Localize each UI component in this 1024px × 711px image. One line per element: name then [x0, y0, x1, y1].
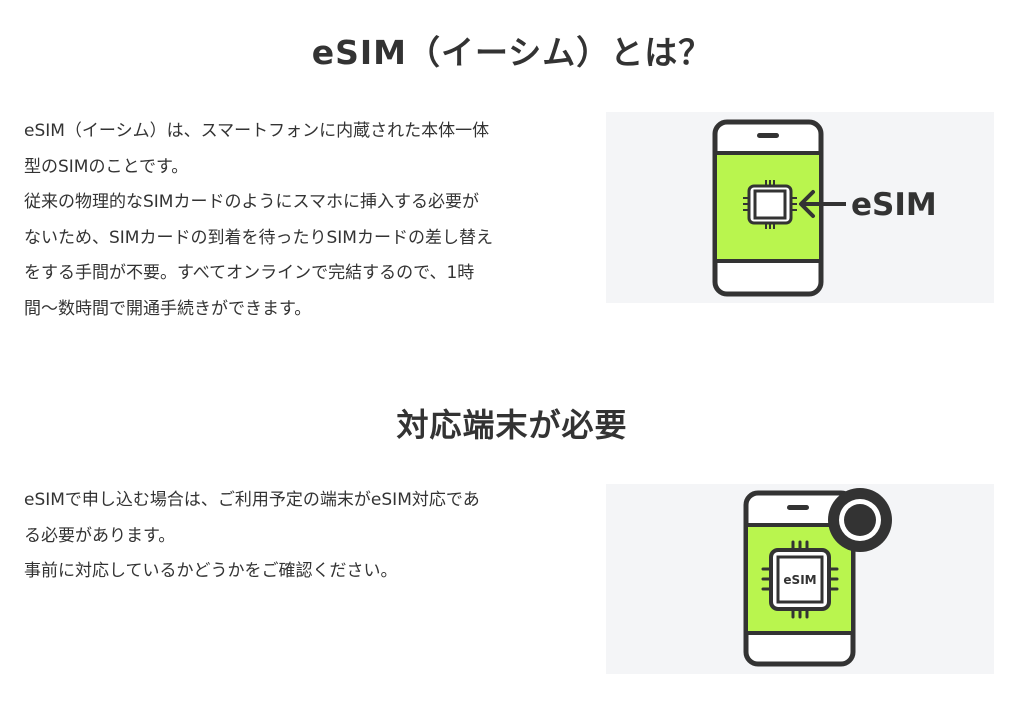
description-line: 従来の物理的なSIMカードのようにスマホに挿入する必要が — [24, 192, 479, 212]
compatible-device-description: eSIMで申し込む場合は、ご利用予定の端末がeSIM対応であ る必要があります。… — [24, 483, 574, 590]
description-line: 間〜数時間で開通手続きができます。 — [24, 298, 312, 319]
phone-with-chip-arrow-icon: eSIM — [712, 119, 937, 297]
chip-esim-label: eSIM — [783, 573, 816, 587]
esim-label: eSIM — [851, 187, 937, 223]
description-line: eSIM（イーシム）は、スマートフォンに内蔵された本体一体 — [24, 121, 490, 141]
description-line: る必要があります。 — [24, 525, 176, 546]
compatible-device-illustration: eSIM — [606, 484, 994, 674]
what-is-esim-description: eSIM（イーシム）は、スマートフォンに内蔵された本体一体 型のSIMのことです… — [24, 114, 574, 327]
description-line: 事前に対応しているかどうかをご確認ください。 — [24, 561, 398, 581]
section-title-compatible-device: 対応端末が必要 — [396, 406, 628, 444]
description-line: をする手間が不要。すべてオンラインで完結するので、1時 — [24, 263, 475, 283]
description-line: 型のSIMのことです。 — [24, 156, 189, 177]
esim-illustration: eSIM — [606, 112, 994, 303]
phone-with-esim-chip-check-icon: eSIM — [743, 488, 892, 667]
section-title-what-is-esim: eSIM（イーシム）とは？ — [311, 33, 713, 72]
description-line: ないため、SIMカードの到着を待ったりSIMカードの差し替え — [24, 227, 493, 248]
description-line: eSIMで申し込む場合は、ご利用予定の端末がeSIM対応であ — [24, 490, 480, 510]
